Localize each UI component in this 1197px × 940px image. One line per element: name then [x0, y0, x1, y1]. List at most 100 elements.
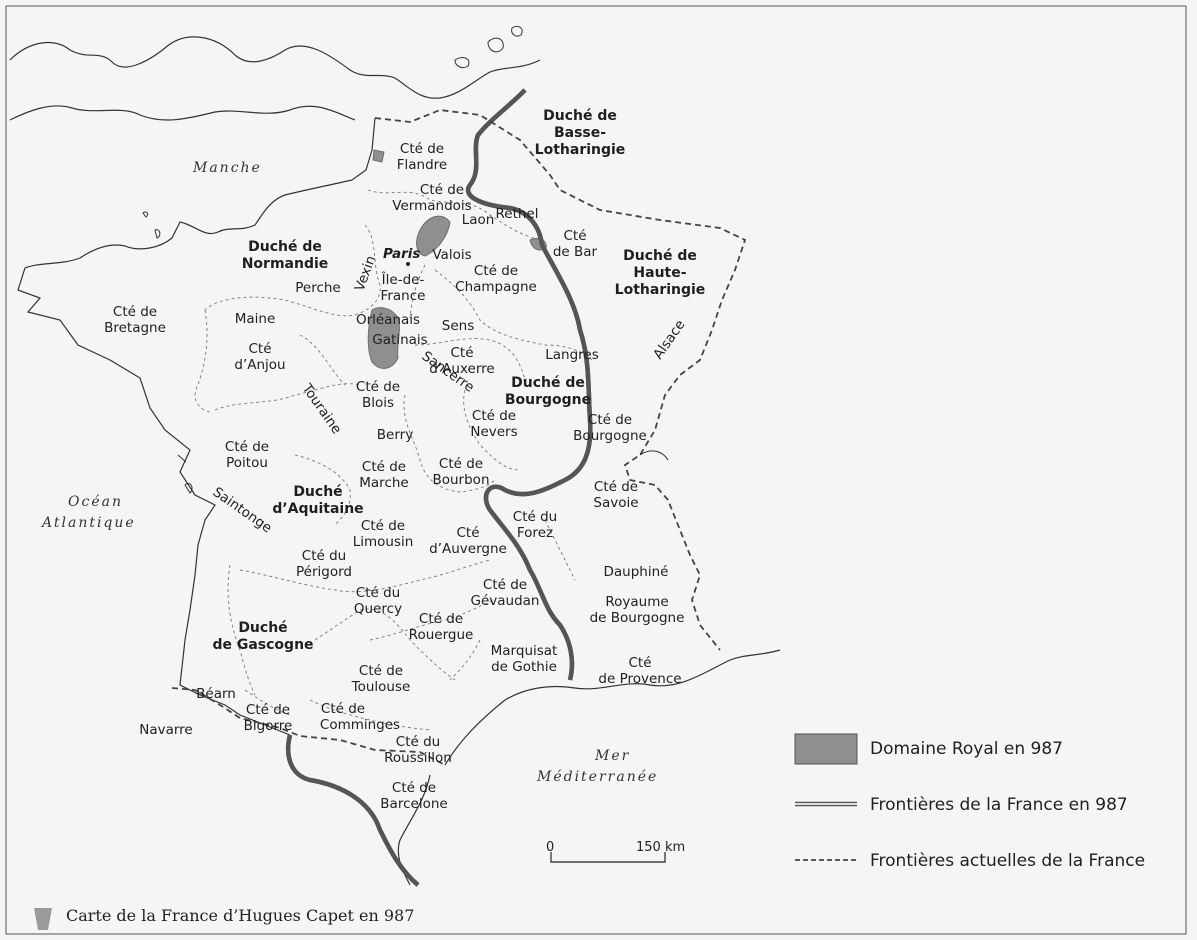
- region-quercy-1: Cté du: [356, 585, 400, 601]
- sea-mer-line1: Mer: [594, 748, 630, 764]
- region-savoie-1: Cté de: [594, 479, 638, 495]
- legend-domain-swatch: [794, 733, 858, 765]
- caption-marker-icon: [34, 908, 52, 930]
- region-poitou-2: Poitou: [226, 455, 268, 471]
- coastal-islands: [142, 25, 669, 494]
- region-rouergue-2: Rouergue: [409, 627, 474, 643]
- region-royaume-bourgogne-1: Royaume: [605, 594, 668, 610]
- sea-ocean-line1: Océan: [68, 494, 123, 510]
- region-perigord-2: Périgord: [296, 564, 352, 580]
- map-frame: [5, 5, 1187, 935]
- region-vermandois-2: Vermandois: [392, 198, 471, 214]
- region-nevers-2: Nevers: [470, 424, 517, 440]
- sea-manche: Manche: [192, 160, 262, 176]
- region-bigorre-2: Bigorre: [244, 718, 293, 734]
- region-rouergue-1: Cté de: [419, 611, 463, 627]
- region-gevaudan-2: Gévaudan: [471, 593, 540, 609]
- region-provence-2: de Provence: [598, 671, 681, 687]
- region-flandre-1: Cté de: [400, 141, 444, 157]
- region-nevers-1: Cté de: [472, 408, 516, 424]
- region-champagne-2: Champagne: [455, 279, 537, 295]
- region-sens: Sens: [442, 318, 474, 334]
- region-comminges-2: Comminges: [320, 717, 400, 733]
- region-maine: Maine: [235, 311, 276, 327]
- region-bourgogne-cte-1: Cté de: [588, 412, 632, 428]
- frontier-modern: [171, 109, 747, 766]
- england-coastline: [9, 36, 541, 121]
- map-caption: Carte de la France d’Hugues Capet en 987: [66, 906, 414, 925]
- region-toulouse-1: Cté de: [359, 663, 403, 679]
- region-forez-1: Cté du: [513, 509, 557, 525]
- duchy-haute-lotharingie-1: Duché de: [623, 248, 697, 264]
- region-valois: Valois: [432, 247, 471, 263]
- city-paris: Paris: [383, 246, 420, 262]
- sea-ocean-line2: Atlantique: [40, 515, 136, 531]
- region-bar-1: Cté: [563, 228, 586, 244]
- region-perigord-1: Cté du: [302, 548, 346, 564]
- region-barcelone-1: Cté de: [392, 780, 436, 796]
- region-auvergne-2: d’Auvergne: [429, 541, 507, 557]
- sea-mer-line2: Méditerranée: [536, 769, 658, 785]
- region-auxerre-1: Cté: [450, 345, 473, 361]
- region-bretagne-1: Cté de: [113, 304, 157, 320]
- region-quercy-2: Quercy: [354, 601, 402, 617]
- region-roussillon-1: Cté du: [396, 734, 440, 750]
- duchy-normandie-1: Duché de: [248, 239, 322, 255]
- region-roussillon-2: Roussillon: [384, 750, 452, 766]
- duchy-haute-lotharingie-3: Lotharingie: [615, 282, 706, 298]
- legend-987-label: Frontières de la France en 987: [870, 795, 1128, 815]
- region-anjou-1: Cté: [248, 341, 271, 357]
- region-rethel: Rethel: [496, 206, 539, 222]
- region-comminges-1: Cté de: [321, 701, 365, 717]
- scale-bar: 0 150 km: [546, 840, 685, 863]
- region-gevaudan-1: Cté de: [483, 577, 527, 593]
- region-orleanais: Orléanais: [356, 312, 420, 328]
- region-bar-2: de Bar: [553, 244, 598, 260]
- region-poitou-1: Cté de: [225, 439, 269, 455]
- royal-domain-montreuil: [372, 149, 385, 163]
- region-laon: Laon: [462, 212, 495, 228]
- region-bourbon-2: Bourbon: [432, 472, 489, 488]
- mediterranean-coastline: [444, 649, 781, 766]
- legend-modern-label: Frontières actuelles de la France: [870, 851, 1145, 871]
- scale-bar-line: [550, 852, 666, 863]
- region-marche-2: Marche: [359, 475, 408, 491]
- duchy-aquitaine-1: Duché: [293, 484, 342, 500]
- region-limousin-2: Limousin: [353, 534, 414, 550]
- region-bourgogne-cte-2: Bourgogne: [573, 428, 647, 444]
- duchy-gascogne-2: de Gascogne: [212, 637, 313, 653]
- region-blois-2: Blois: [362, 395, 394, 411]
- region-berry: Berry: [377, 427, 413, 443]
- scale-zero: 0: [546, 840, 554, 855]
- region-marche-1: Cté de: [362, 459, 406, 475]
- region-langres: Langres: [545, 347, 599, 363]
- legend: Domaine Royal en 987 Frontières de la Fr…: [794, 733, 1145, 871]
- region-gothie-2: de Gothie: [491, 659, 557, 675]
- region-forez-2: Forez: [517, 525, 553, 541]
- duchy-bourgogne-1: Duché de: [511, 375, 585, 391]
- region-perche: Perche: [295, 280, 341, 296]
- region-bretagne-2: Bretagne: [104, 320, 166, 336]
- region-flandre-2: Flandre: [397, 157, 447, 173]
- scale-distance: 150 km: [636, 840, 685, 855]
- region-barcelone-2: Barcelone: [380, 796, 447, 812]
- duchy-haute-lotharingie-2: Haute-: [633, 265, 686, 281]
- region-navarre: Navarre: [139, 722, 193, 738]
- region-toulouse-2: Toulouse: [351, 679, 411, 695]
- region-ile-de-france-2: France: [381, 288, 426, 304]
- duchy-gascogne-1: Duché: [238, 620, 287, 636]
- region-bourbon-1: Cté de: [439, 456, 483, 472]
- duchy-basse-lotharingie-2: Basse-: [554, 125, 606, 141]
- region-gatinais: Gatinais: [372, 332, 427, 348]
- region-gothie-1: Marquisat: [491, 643, 558, 659]
- region-ile-de-france-1: Île-de-: [381, 270, 425, 288]
- paris-dot: [406, 262, 410, 266]
- region-dauphine: Dauphiné: [604, 564, 669, 580]
- duchy-basse-lotharingie-1: Duché de: [543, 108, 617, 124]
- region-bigorre-1: Cté de: [246, 702, 290, 718]
- duchy-normandie-2: Normandie: [242, 256, 329, 272]
- region-royaume-bourgogne-2: de Bourgogne: [590, 610, 685, 626]
- region-saintonge: Saintonge: [210, 484, 275, 536]
- region-champagne-1: Cté de: [474, 263, 518, 279]
